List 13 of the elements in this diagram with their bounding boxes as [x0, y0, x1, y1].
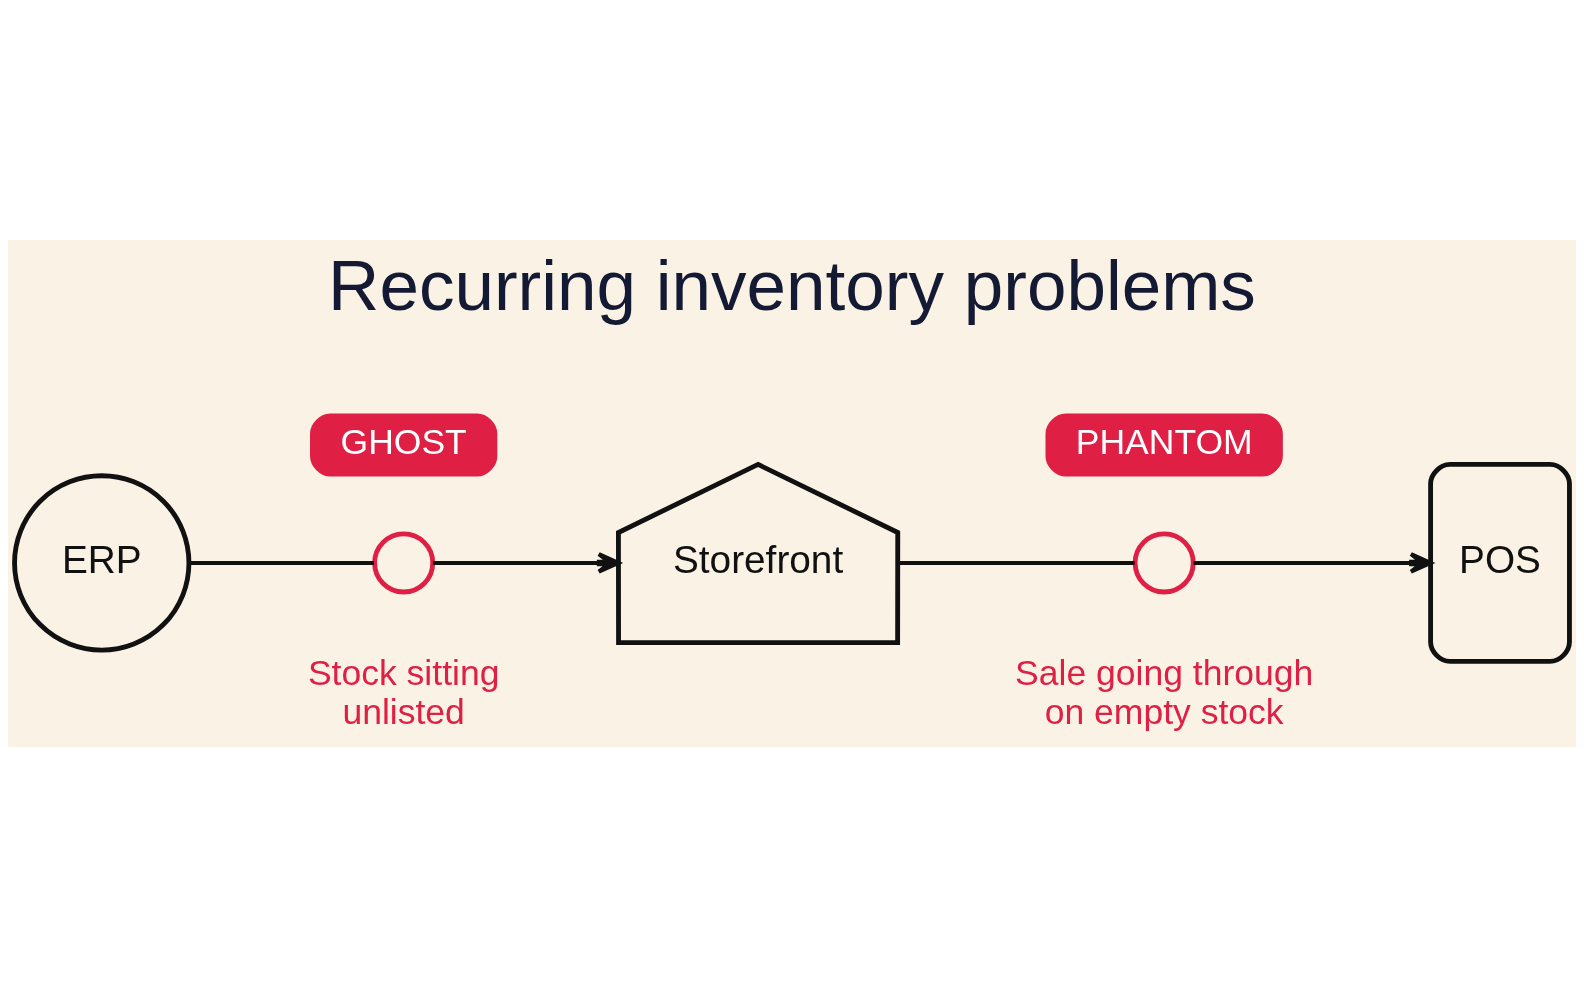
connector	[897, 560, 1135, 565]
node-circle: ERP	[12, 472, 192, 653]
node-box: PHANTOM	[1045, 413, 1283, 477]
node-box: GHOST	[310, 413, 498, 477]
connector	[188, 560, 374, 565]
node-clock	[1132, 530, 1196, 594]
diagram-title: Recurring inventory problems	[328, 245, 1256, 325]
node-label: Sale going through on empty stock	[1015, 652, 1314, 732]
arrow	[432, 551, 621, 574]
node-box: POS	[1428, 461, 1572, 664]
arrow	[1193, 551, 1433, 574]
node-label: Stock sitting unlisted	[307, 652, 500, 732]
node-clock	[372, 530, 436, 594]
